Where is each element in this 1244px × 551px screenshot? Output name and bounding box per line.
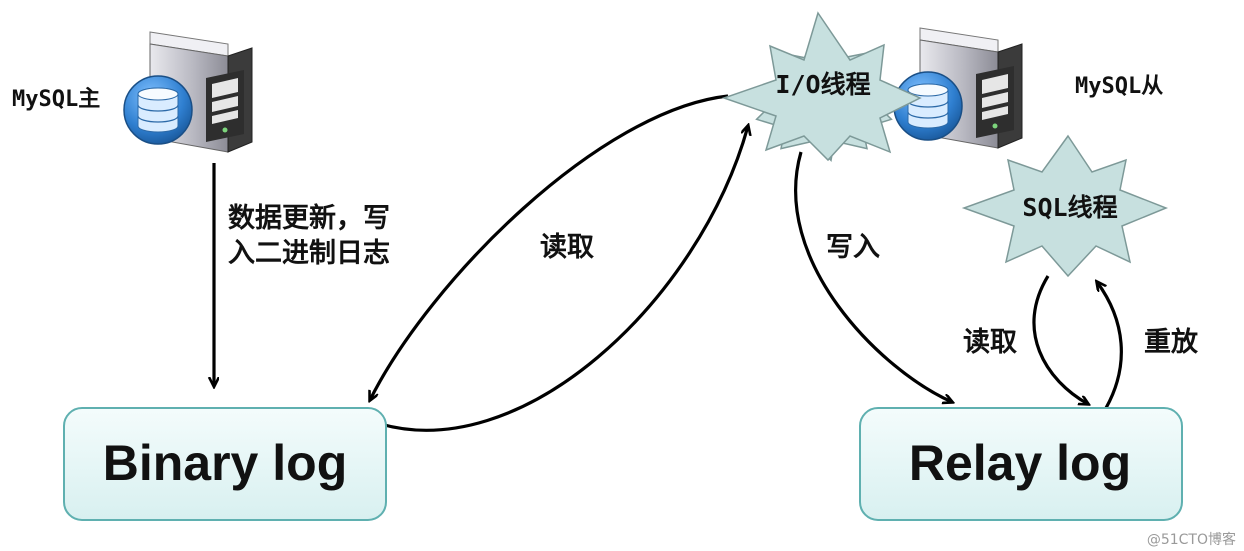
master-label: MySQL主 [12, 87, 100, 112]
slave-server-icon [893, 27, 1023, 149]
arrow-sql-replay [1097, 282, 1123, 409]
watermark: @51CTO博客 [1147, 531, 1236, 548]
binary-log-box [63, 407, 387, 521]
sql-thread-star [961, 134, 1169, 278]
io-thread-label: I/O线程 [775, 70, 870, 99]
sql-thread-label: SQL线程 [1022, 193, 1117, 222]
relay-log-box [859, 407, 1183, 521]
step-write-binlog-line2: 入二进制日志 [228, 238, 390, 269]
arrow-binlog-to-io [373, 126, 748, 432]
step-io-read: 读取 [540, 232, 594, 263]
relay-log-label: Relay log [909, 435, 1131, 491]
arrow-io-to-relaylog [794, 151, 952, 402]
arrow-io-to-binlog [370, 94, 729, 400]
step-sql-replay: 重放 [1144, 326, 1199, 358]
step-sql-read: 读取 [963, 327, 1017, 358]
arrow-relaylog-to-sql [1032, 275, 1088, 404]
binary-log-label: Binary log [103, 435, 347, 491]
slave-label: MySQL从 [1075, 74, 1163, 99]
step-io-write: 写入 [826, 232, 880, 263]
master-server-icon [123, 31, 253, 153]
step-write-binlog-line1: 数据更新，写 [228, 202, 390, 234]
